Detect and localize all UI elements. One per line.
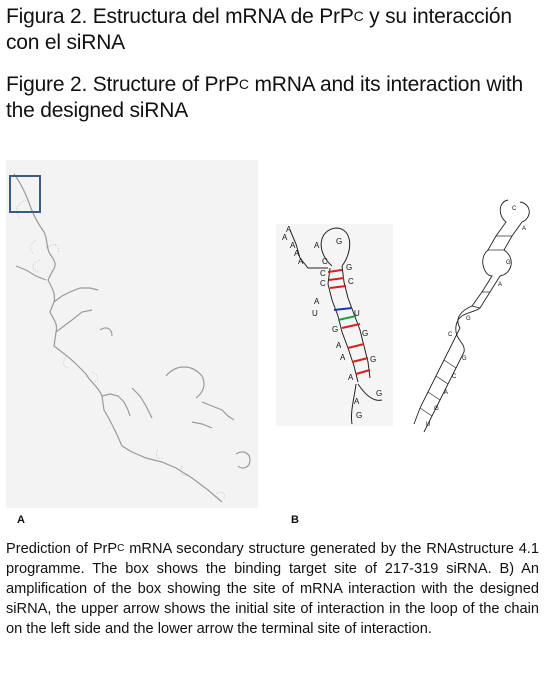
svg-text:C: C (322, 257, 328, 266)
svg-text:A: A (294, 249, 300, 258)
svg-text:G: G (336, 237, 342, 246)
svg-text:U: U (312, 309, 318, 318)
svg-text:A: A (348, 373, 354, 382)
svg-text:C: C (320, 269, 326, 278)
svg-text:A: A (522, 226, 526, 232)
svg-text:G: G (462, 356, 467, 362)
panel-b-label: B (291, 514, 299, 526)
svg-text:A: A (444, 390, 448, 396)
full-structure-diagram (9, 173, 251, 503)
svg-text:G: G (434, 406, 439, 412)
svg-text:G: G (356, 411, 362, 420)
svg-text:A: A (314, 241, 320, 250)
svg-text:A: A (290, 241, 296, 250)
svg-text:A: A (354, 397, 360, 406)
svg-text:A: A (286, 225, 292, 234)
panel-a-full-structure (6, 160, 258, 508)
panel-b-structure-outline: C A G A G C G C A G U (408, 196, 540, 440)
svg-text:A: A (498, 282, 502, 288)
svg-text:G: G (346, 263, 352, 272)
svg-text:C: C (512, 206, 517, 212)
svg-text:A: A (282, 233, 288, 242)
svg-text:G: G (332, 325, 338, 334)
svg-text:U: U (426, 422, 430, 428)
title-english: Figure 2. Structure of PrPC mRNA and its… (6, 73, 523, 122)
svg-text:G: G (370, 355, 376, 364)
svg-text:C: C (348, 277, 354, 286)
svg-text:G: G (362, 329, 368, 338)
svg-text:G: G (466, 316, 471, 322)
svg-text:A: A (336, 341, 342, 350)
svg-text:U: U (354, 309, 360, 318)
binding-site-box (9, 175, 41, 213)
svg-text:C: C (448, 332, 453, 338)
figure-caption: Prediction of PrPC mRNA secondary struct… (6, 541, 539, 637)
svg-text:A: A (298, 257, 304, 266)
svg-text:A: A (314, 297, 320, 306)
svg-text:A: A (340, 353, 346, 362)
panel-a-label: A (17, 514, 25, 526)
svg-text:C: C (320, 279, 326, 288)
svg-text:G: G (376, 389, 382, 398)
svg-text:G: G (506, 260, 511, 266)
title-spanish: Figura 2. Estructura del mRNA de PrPC y … (6, 5, 512, 54)
structure-outline-diagram: C A G A G C G C A G U (413, 199, 530, 433)
svg-text:C: C (452, 374, 457, 380)
